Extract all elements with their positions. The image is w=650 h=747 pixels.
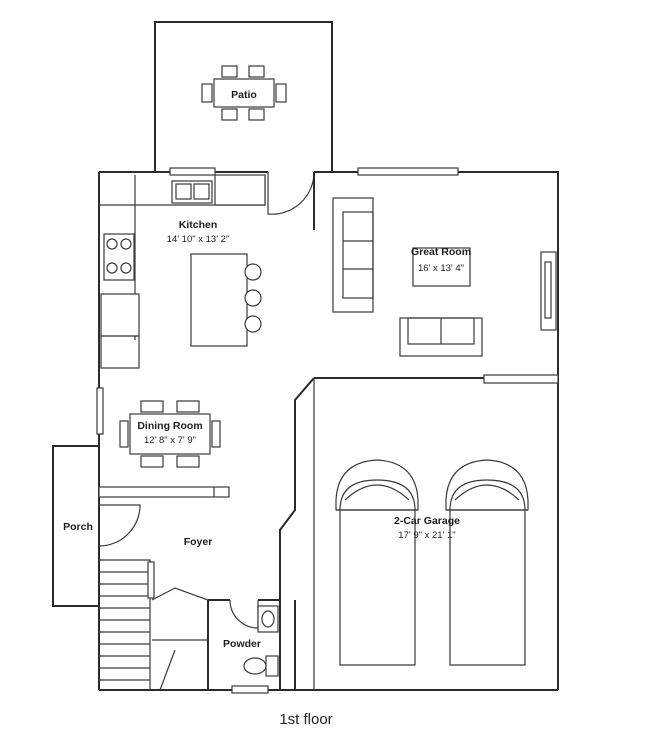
window-top: [169, 167, 459, 176]
powder-area: Powder: [207, 599, 281, 694]
patio-table-set: [201, 65, 287, 121]
dining-foyer-divider: [98, 486, 230, 498]
kitchen-dimensions: 14' 10" x 13' 2": [167, 234, 230, 245]
kitchen-label: Kitchen: [179, 219, 218, 231]
porch-label: Porch: [63, 521, 93, 533]
great-room-label: Great Room: [411, 246, 471, 258]
floor-label: 1st floor: [279, 711, 332, 728]
garage-label: 2-Car Garage: [394, 515, 460, 527]
garage-dimensions: 17' 9" x 21' 1": [398, 530, 455, 541]
foyer-label: Foyer: [184, 536, 213, 548]
dining-room-dimensions: 12' 8" x 7' 9": [144, 435, 196, 446]
garage-car-2: [445, 459, 529, 666]
patio-area: Patio: [154, 21, 333, 172]
dining-room-label: Dining Room: [137, 420, 202, 432]
dining-room-area: Dining Room 12' 8" x 7' 9": [96, 387, 221, 468]
foyer-area: Foyer: [184, 536, 213, 548]
porch-area: Porch: [63, 504, 141, 547]
great-room-area: Great Room 16' x 13' 4": [313, 172, 559, 384]
great-room-dimensions: 16' x 13' 4": [418, 263, 464, 274]
patio-label: Patio: [231, 89, 257, 101]
kitchen-area: Kitchen 14' 10" x 13' 2": [99, 171, 315, 369]
staircase: [99, 559, 209, 691]
garage-car-1: [335, 459, 419, 666]
garage-area: 2-Car Garage 17' 9" x 21' 1": [279, 377, 529, 690]
powder-label: Powder: [223, 638, 261, 650]
